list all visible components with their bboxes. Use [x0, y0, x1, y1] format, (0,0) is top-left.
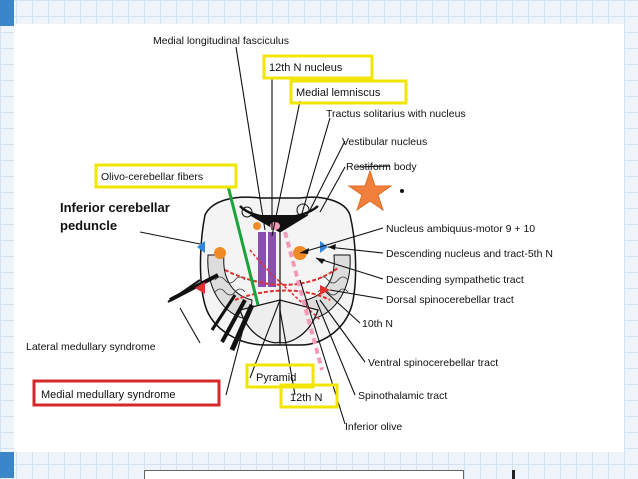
- medulla-cross-section: [167, 196, 357, 371]
- label-12th-n-nucleus: 12th N nucleus: [269, 62, 343, 74]
- label-descending-sympathetic: Descending sympathetic tract: [386, 274, 524, 286]
- label-12th-n: 12th N: [290, 392, 322, 404]
- label-inferior-olive: Inferior olive: [345, 421, 402, 433]
- trigeminal-nucleus-right: [320, 241, 328, 253]
- label-inferior-cerebellar-line2: peduncle: [60, 218, 117, 233]
- spinocerebellar-left: [195, 282, 205, 294]
- olivo-cerebellar-line: [226, 185, 260, 306]
- box-olivo-cerebellar: [94, 163, 238, 189]
- label-tractus-solitarius: Tractus solitarius with nucleus: [326, 108, 466, 120]
- slide-accent-top: [0, 0, 14, 26]
- arrow-heads: [300, 244, 336, 264]
- caption-mark: [512, 470, 515, 479]
- caption-strip: [144, 470, 464, 479]
- label-pyramid: Pyramid: [256, 372, 296, 384]
- label-nucleus-ambiguus: Nucleus ambiquus-motor 9 + 10: [386, 223, 535, 235]
- label-medial-lemniscus: Medial lemniscus: [296, 87, 381, 99]
- medial-lemniscus-left: [258, 232, 266, 287]
- nucleus-ambiguus-left: [214, 247, 226, 259]
- box-medial-medullary-syndrome: [32, 379, 221, 407]
- label-medial-medullary-syndrome: Medial medullary syndrome: [41, 389, 176, 401]
- label-olivo-cerebellar-fibers: Olivo-cerebellar fibers: [101, 171, 203, 183]
- label-vestibular-nucleus: Vestibular nucleus: [342, 136, 427, 148]
- box-medial-lemniscus: [289, 79, 408, 105]
- label-medial-longitudinal-fasciculus: Medial longitudinal fasciculus: [153, 35, 289, 47]
- twelfth-nucleus-dot: [253, 222, 261, 230]
- medial-lemniscus-right: [268, 232, 276, 287]
- label-inferior-cerebellar-line1: Inferior cerebellar: [60, 200, 170, 215]
- label-spinothalamic-tract: Spinothalamic tract: [358, 390, 447, 402]
- marker-dot: [400, 189, 404, 193]
- slide-accent-bottom: [0, 452, 14, 478]
- label-descending-nucleus-5th: Descending nucleus and tract-5th N: [386, 248, 553, 260]
- label-restiform-body: Restiform body: [346, 161, 417, 173]
- twelfth-nerve-path: [283, 231, 324, 371]
- label-ventral-spinocerebellar: Ventral spinocerebellar tract: [368, 357, 498, 369]
- star-icon: [347, 169, 393, 212]
- label-10th-n: 10th N: [362, 318, 393, 330]
- label-dorsal-spinocerebellar: Dorsal spinocerebellar tract: [386, 294, 514, 306]
- box-12th-n: [279, 383, 339, 409]
- box-12th-n-nucleus: [262, 54, 374, 80]
- leader-lines: [139, 46, 391, 425]
- trigeminal-nucleus-left: [197, 241, 205, 253]
- spinocerebellar-right: [320, 285, 330, 295]
- label-lateral-medullary-syndrome: Lateral medullary syndrome: [26, 341, 156, 353]
